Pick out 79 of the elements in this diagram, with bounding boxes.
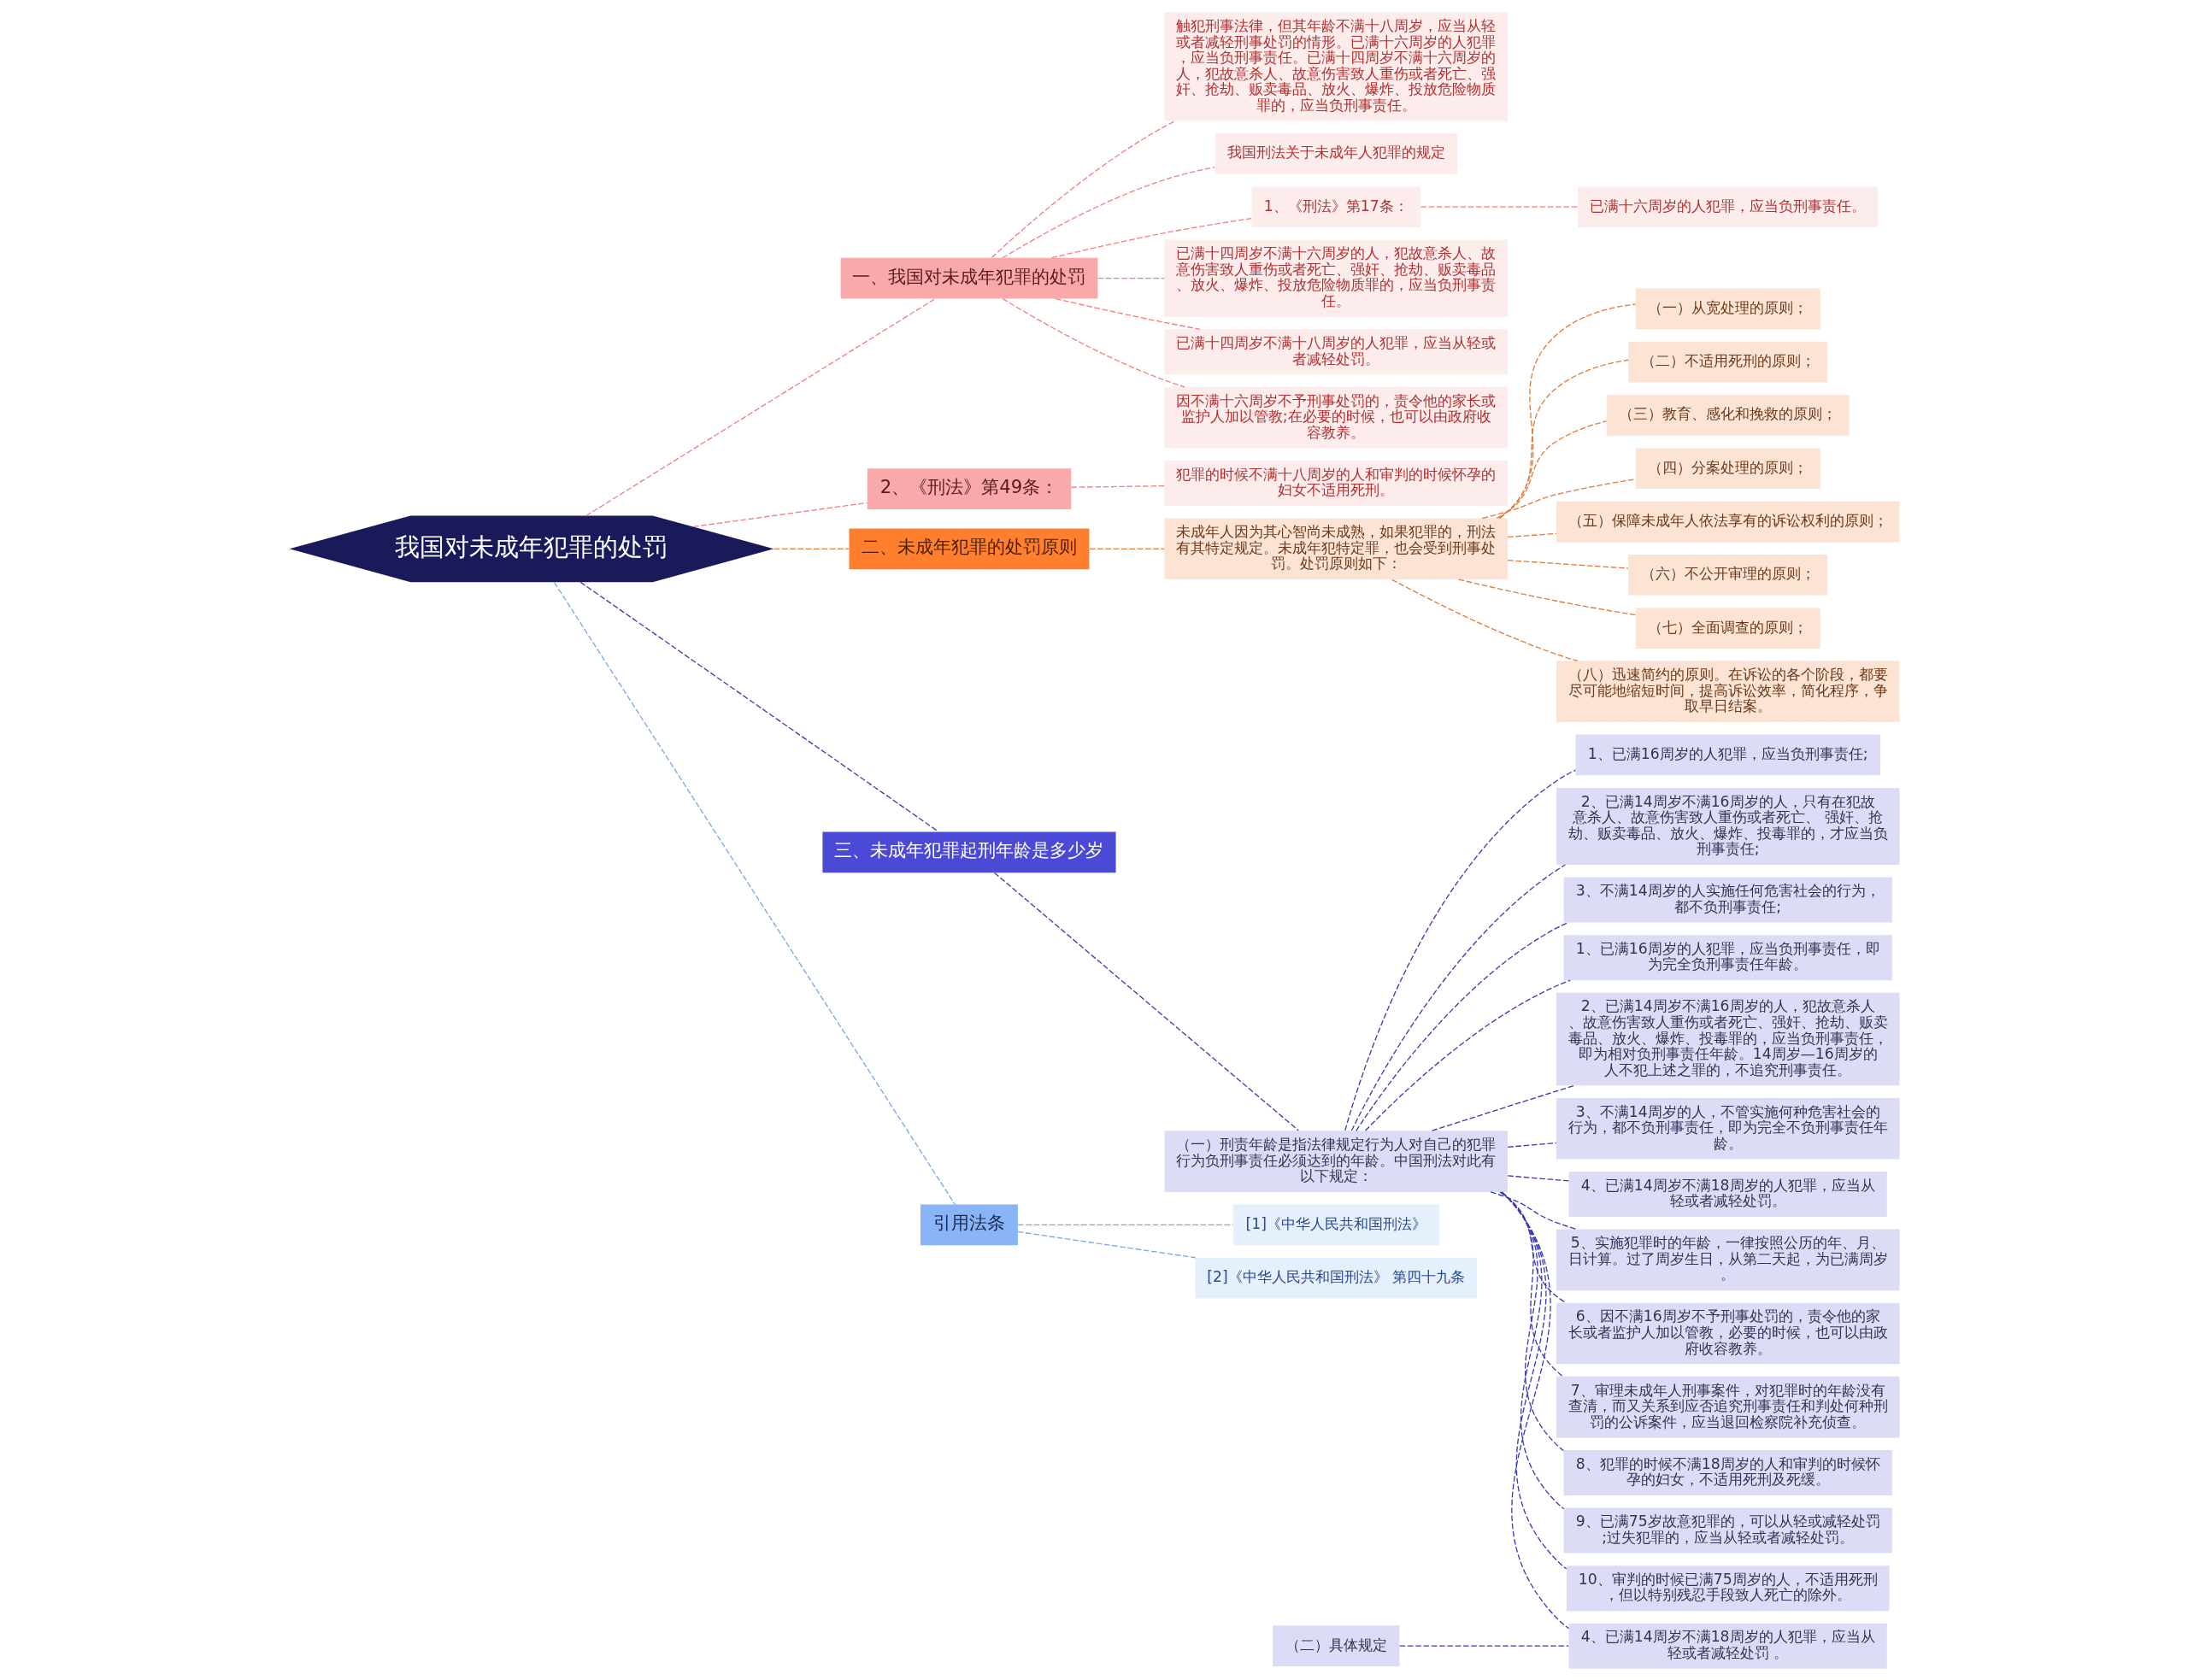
connector — [1420, 206, 1579, 208]
node-box: 2、已满14周岁不满16周岁的人，只有在犯故意杀人、故意伤害致人重伤或者死亡、 强奸、抢劫、贩卖毒品、放火、爆炸、投毒罪的，才应当负刑事责任; — [1556, 787, 1899, 865]
node-box: 已满十六周岁的人犯罪，应当负刑事责任。 — [1577, 185, 1878, 227]
node-box: （四）分案处理的原则； — [1635, 447, 1820, 489]
connector — [1097, 277, 1165, 279]
connector — [993, 872, 1299, 1131]
node-box: 6、因不满16周岁不予刑事处罚的，责令他的家长或者监护人加以管教，必要的时候，也可以由政府收容教养。 — [1556, 1302, 1899, 1364]
connector — [1507, 532, 1556, 537]
node-box: （一）刑责年龄是指法律规定行为人对自己的犯罪行为负刑事责任必须达到的年龄。中国刑法对此有以下规定： — [1164, 1130, 1508, 1192]
connector — [1001, 166, 1215, 258]
connector — [991, 120, 1175, 258]
connector — [1355, 921, 1568, 1131]
node-box: （七）全面调查的原则； — [1635, 607, 1820, 649]
node-box: 2、《刑法》第49条： — [867, 467, 1071, 509]
node-box: 我国刑法关于未成年人犯罪的规定 — [1215, 132, 1457, 174]
connector — [1055, 297, 1201, 330]
connector — [1457, 579, 1636, 615]
connector — [1500, 1190, 1564, 1451]
node-box: 因不满十六周岁不予刑事处罚的，责令他的家长或监护人加以管教;在必要的时候，也可以由政府收容教养。 — [1164, 386, 1508, 448]
connector — [1497, 359, 1629, 519]
connector — [1431, 1084, 1575, 1131]
connector — [1344, 769, 1576, 1131]
connector — [1489, 1190, 1577, 1230]
connector — [553, 581, 956, 1205]
node-box: （二）具体规定 — [1272, 1624, 1399, 1666]
connector — [1500, 1190, 1563, 1377]
node-box: 9、已满75岁故意犯罪的，可以从轻或减轻处罚;过失犯罪的，应当从轻或者减轻处罚。 — [1563, 1507, 1892, 1554]
connector — [1507, 1142, 1556, 1148]
node-box: （一）从宽处理的原则； — [1635, 288, 1820, 329]
connector — [1050, 217, 1252, 258]
connector — [1364, 979, 1571, 1131]
connector — [1501, 1191, 1567, 1570]
node-box: 4、已满14周岁不满18周岁的人犯罪，应当从轻或者减轻处罚 。 — [1568, 1623, 1887, 1669]
connector — [1507, 559, 1629, 569]
connector — [1350, 863, 1566, 1131]
connector — [1507, 1174, 1569, 1182]
node-box: 触犯刑事法律，但其年龄不满十八周岁，应当从轻或者减轻刑事处罚的情形。已满十六周岁的人犯罪，应当负刑事责任。已满十四周岁不满十六周岁的人，犯故意杀人、故意伤害致人重伤或者死亡、强奸、抢劫、贩卖毒品、放火、爆炸、投放危险物质罪的，应当负刑事责任。 — [1164, 11, 1508, 120]
connector — [1501, 1190, 1564, 1509]
node-box: 8、犯罪的时候不满18周岁的人和审判的时候怀孕的妇女，不适用死刑及死缓。 — [1563, 1449, 1892, 1495]
node-box: 5、实施犯罪时的年龄，一律按照公历的年、月、日计算。过了周岁生日，从第二天起，为已满周岁。 — [1556, 1229, 1899, 1290]
connector — [1481, 478, 1636, 519]
node-box: [2]《中华人民共和国刑法》 第四十九条 — [1194, 1257, 1477, 1298]
node-box: 3、不满14周岁的人，不管实施何种危害社会的行为，都不负刑事责任，即为完全不负刑事责任年龄。 — [1556, 1097, 1899, 1159]
node-box: （三）教育、感化和挽救的原则； — [1606, 394, 1849, 436]
node-box: （六）不公开审理的原则； — [1627, 554, 1827, 596]
node-box: 7、审理未成年人刑事案件，对犯罪时的年龄没有查清，而又关系到应否追究刑事责任和判处何种刑罚的公诉案件，应当退回检察院补充侦查。 — [1556, 1376, 1899, 1437]
connector — [1002, 297, 1185, 387]
connector — [1088, 548, 1165, 549]
connector — [1070, 485, 1165, 488]
connector — [773, 548, 850, 549]
connector — [1016, 1231, 1196, 1258]
node-box: 1、《刑法》第17条： — [1251, 185, 1420, 227]
node-box: （五）保障未成年人依法享有的诉讼权利的原则； — [1556, 501, 1899, 542]
node-box: （二）不适用死刑的原则； — [1627, 341, 1827, 383]
node-box: 二、未成年犯罪的处罚原则 — [849, 528, 1089, 569]
node-box: 已满十四周岁不满十八周岁的人犯罪，应当从轻或者减轻处罚。 — [1164, 328, 1508, 374]
connector — [585, 297, 935, 516]
node-box: 1、已满16周岁的人犯罪，应当负刑事责任; — [1575, 734, 1880, 775]
connector — [1496, 420, 1607, 519]
node-box: （八）迅速简约的原则。在诉讼的各个阶段，都要尽可能地缩短时间，提高诉讼效率，简化程序，争取早日结案。 — [1556, 661, 1899, 722]
connector — [579, 581, 938, 832]
node-box: 1、已满16周岁的人犯罪，应当负刑事责任，即为完全负刑事责任年龄。 — [1563, 934, 1892, 980]
node-box: 犯罪的时候不满十八周岁的人和审判的时候怀孕的妇女不适用死刑。 — [1164, 460, 1508, 506]
node-box: 引用法条 — [920, 1203, 1018, 1245]
node-box: 已满十四周岁不满十六周岁的人，犯故意杀人、故意伤害致人重伤或者死亡、强奸、抢劫、贩卖毒品、放火、爆炸、投放危险物质罪的，应当负刑事责任。 — [1164, 239, 1508, 317]
connector — [1501, 1191, 1569, 1629]
node-box: 3、不满14周岁的人实施任何危害社会的行为，都不负刑事责任; — [1563, 877, 1892, 923]
node-box: 一、我国对未成年犯罪的处罚 — [840, 257, 1097, 298]
connector — [692, 502, 868, 527]
node-box: 2、已满14周岁不满16周岁的人，犯故意杀人、故意伤害致人重伤或者死亡、强奸、抢劫、贩卖毒品、放火、爆炸、投毒罪的，应当负刑事责任，即为相对负刑事责任年龄。14周岁—16周岁的人不犯上述之罪的，不追究刑事责任。 — [1556, 992, 1899, 1085]
connector — [1398, 1645, 1569, 1647]
node-box: 4、已满14周岁不满18周岁的人犯罪，应当从轻或者减轻处罚。 — [1568, 1171, 1887, 1217]
connector — [1498, 1190, 1566, 1303]
connector — [1391, 579, 1578, 661]
node-box: [1]《中华人民共和国刑法》 — [1232, 1203, 1439, 1245]
connector — [1498, 303, 1636, 519]
node-box: 三、未成年犯罪起刑年龄是多少岁 — [821, 831, 1116, 872]
node-box: 未成年人因为其心智尚未成熟，如果犯罪的，刑法有其特定规定。未成年犯特定罪，也会受到刑事处罚。处罚原则如下： — [1164, 518, 1508, 579]
node-box: 10、审判的时候已满75周岁的人，不适用死刑，但以特别残忍手段致人死亡的除外。 — [1566, 1565, 1889, 1611]
